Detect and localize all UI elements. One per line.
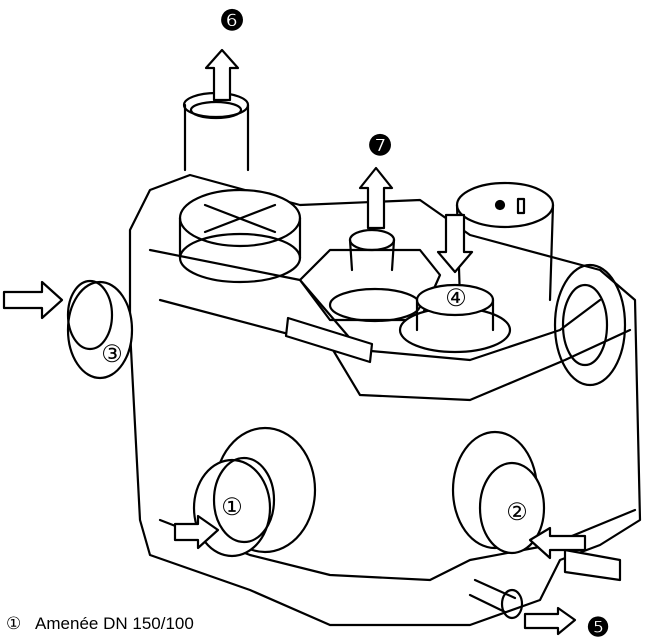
arrow-5 <box>523 606 577 636</box>
arrow-1 <box>173 514 220 550</box>
tank-top-edge <box>148 248 602 362</box>
inlet-4-side <box>415 298 495 332</box>
mount-bracket <box>563 548 622 582</box>
outlet-5-pipe <box>468 578 517 614</box>
legend-line: ① Amenée DN 150/100 <box>6 614 194 634</box>
spigot-7-body <box>348 238 396 272</box>
side-flange <box>553 263 627 387</box>
vent-cap-cross <box>203 203 277 234</box>
data-plate <box>284 316 374 364</box>
top-cavity <box>298 248 442 322</box>
motor-cylinder-slot <box>516 197 526 215</box>
side-flange-inner <box>561 283 609 367</box>
motor-cylinder-dot <box>494 199 506 211</box>
vent-cap-side <box>178 216 302 260</box>
arrow-2 <box>528 526 587 560</box>
outlet-pipe-6 <box>183 103 250 172</box>
legend-text: Amenée DN 150/100 <box>35 614 194 633</box>
tank-body <box>128 173 642 627</box>
legend-number: ① <box>6 614 22 633</box>
arrow-4 <box>436 213 474 274</box>
marker-1: ① <box>221 494 243 521</box>
marker-6: ❻ <box>219 5 244 36</box>
inlet-3-pipe <box>66 280 134 380</box>
marker-4: ④ <box>445 285 467 312</box>
arrow-7 <box>358 166 394 230</box>
marker-2: ② <box>506 499 528 526</box>
marker-7: ❼ <box>367 130 392 161</box>
outlet-5-end <box>500 588 524 620</box>
marker-3: ③ <box>101 341 123 368</box>
arrow-3 <box>2 280 64 320</box>
marker-5: ❺ <box>586 612 609 638</box>
vent-cap-bottom <box>178 232 302 284</box>
outlet-pipe-6-inner <box>189 100 243 120</box>
inlet-3-rim <box>66 279 114 351</box>
inlet-1-ring <box>212 456 276 544</box>
arrow-6 <box>204 48 240 102</box>
inlet-2-pipe <box>478 461 546 555</box>
